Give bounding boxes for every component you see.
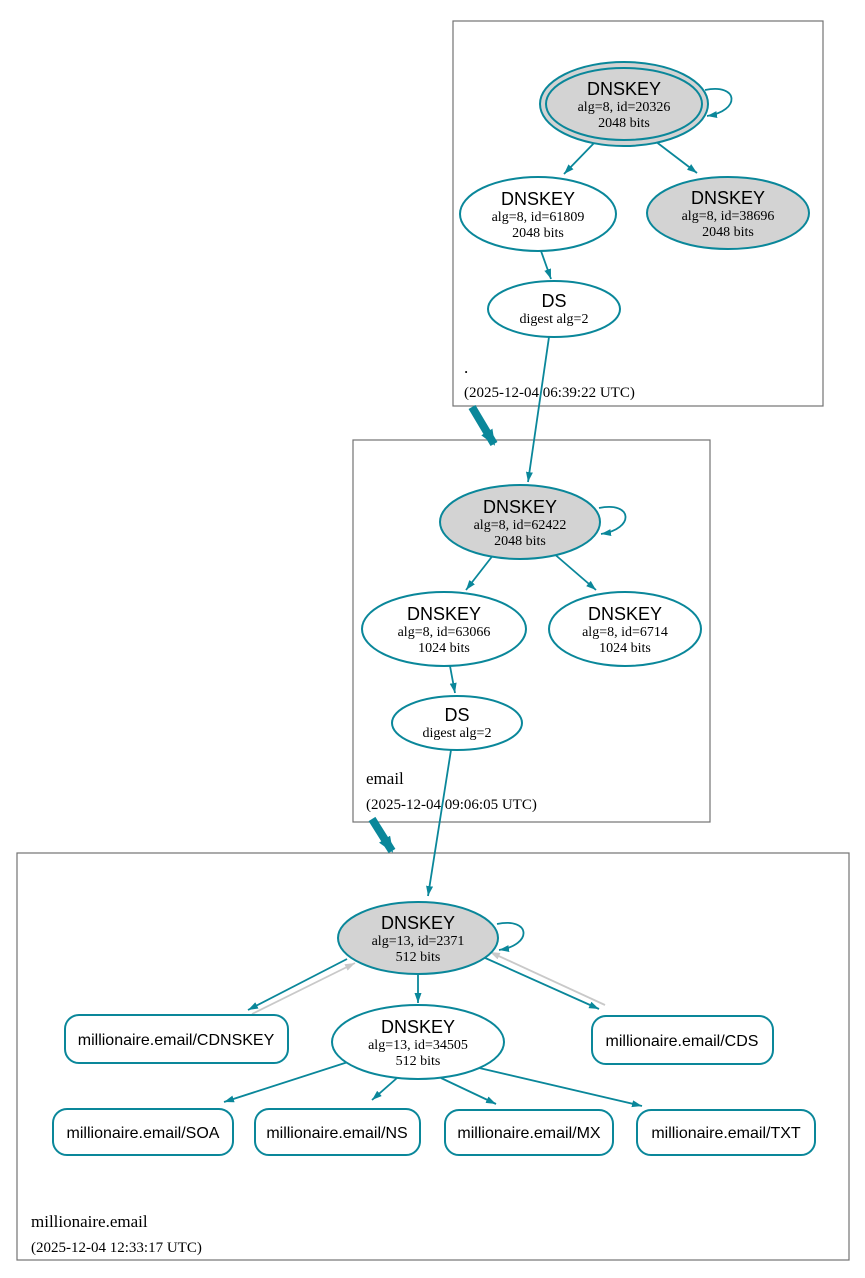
edge-email-zsk-to-ds — [449, 665, 457, 694]
email-key2-bits: 1024 bits — [599, 641, 651, 656]
edge-millionaire-zsk-to-mx — [440, 1077, 497, 1105]
millionaire-zsk-detail: alg=13, id=34505 — [368, 1038, 468, 1053]
email-ksk-detail: alg=8, id=62422 — [474, 518, 567, 533]
rrset-ns-node[interactable]: millionaire.email/NS — [254, 1108, 421, 1156]
millionaire-zsk-bits: 512 bits — [396, 1054, 441, 1069]
root-standby-key-bits: 2048 bits — [702, 225, 754, 240]
rrset-soa-node[interactable]: millionaire.email/SOA — [52, 1108, 234, 1156]
root-ksk-outer-ring — [539, 61, 709, 147]
email-zsk-detail: alg=8, id=63066 — [398, 625, 491, 640]
edge-root-ds-to-email-ksk — [525, 336, 550, 483]
edge-email-ds-to-millionaire-ksk — [426, 749, 452, 897]
email-ds-detail: digest alg=2 — [423, 726, 492, 741]
rrset-soa-label: millionaire.email/SOA — [67, 1125, 220, 1142]
root-zsk-bits: 2048 bits — [512, 226, 564, 241]
rrset-mx-node[interactable]: millionaire.email/MX — [444, 1109, 614, 1156]
root-ksk-detail: alg=8, id=20326 — [578, 100, 671, 115]
rrset-ns-label: millionaire.email/NS — [266, 1125, 407, 1142]
edge-cdnskey-to-millionaire-ksk — [251, 962, 356, 1015]
root-ksk-bits: 2048 bits — [598, 116, 650, 131]
edge-millionaire-zsk-to-soa — [223, 1061, 349, 1103]
email-ksk-self-loop-arrow — [598, 505, 627, 536]
email-key2-node[interactable]: DNSKEY alg=8, id=6714 1024 bits — [548, 591, 702, 667]
rrset-mx-label: millionaire.email/MX — [457, 1125, 600, 1142]
delegation-arrow-root-to-email — [468, 404, 498, 447]
root-ds-title: DS — [541, 291, 566, 311]
email-zsk-bits: 1024 bits — [418, 641, 470, 656]
email-ksk-node[interactable]: DNSKEY alg=8, id=62422 2048 bits — [439, 484, 601, 560]
email-zsk-title: DNSKEY — [407, 604, 481, 624]
rrset-txt-label: millionaire.email/TXT — [651, 1125, 801, 1142]
delegation-arrow-email-to-millionaire — [368, 816, 396, 854]
zone-label-millionaire-email: millionaire.email — [31, 1212, 148, 1231]
root-ksk-inner-ring — [545, 67, 703, 141]
root-ksk-title: DNSKEY — [587, 79, 661, 99]
zone-timestamp-millionaire-email: (2025-12-04 12:33:17 UTC) — [31, 1240, 202, 1256]
edge-millionaire-ksk-to-cdnskey — [247, 958, 348, 1011]
edge-email-ksk-to-zsk — [465, 553, 495, 591]
root-zsk-title: DNSKEY — [501, 189, 575, 209]
edge-root-ksk-to-standby-key — [654, 140, 698, 174]
millionaire-zsk-node[interactable]: DNSKEY alg=13, id=34505 512 bits — [331, 1004, 505, 1080]
email-zsk-node[interactable]: DNSKEY alg=8, id=63066 1024 bits — [361, 591, 527, 667]
edge-root-ksk-to-zsk — [563, 140, 597, 175]
root-ksk-node[interactable]: DNSKEY alg=8, id=20326 2048 bits — [539, 61, 709, 147]
zone-timestamp-root: (2025-12-04 06:39:22 UTC) — [464, 385, 635, 401]
rrset-txt-node[interactable]: millionaire.email/TXT — [636, 1109, 816, 1156]
root-zsk-detail: alg=8, id=61809 — [492, 210, 585, 225]
zone-label-email: email — [366, 769, 404, 788]
edge-millionaire-zsk-to-ns — [371, 1077, 398, 1101]
edge-millionaire-ksk-to-cds — [482, 956, 600, 1010]
zone-box-millionaire-email — [16, 852, 850, 1261]
rrset-cdnskey-node[interactable]: millionaire.email/CDNSKEY — [64, 1014, 289, 1064]
edge-millionaire-zsk-to-txt — [474, 1066, 643, 1108]
edge-email-ksk-to-key2 — [551, 551, 597, 591]
rrset-cds-node[interactable]: millionaire.email/CDS — [591, 1015, 774, 1065]
millionaire-ksk-detail: alg=13, id=2371 — [372, 934, 465, 949]
edge-root-zsk-to-ds — [540, 250, 552, 280]
millionaire-zsk-title: DNSKEY — [381, 1017, 455, 1037]
zone-label-root: . — [464, 358, 468, 377]
millionaire-ksk-title: DNSKEY — [381, 913, 455, 933]
email-ds-node[interactable]: DS digest alg=2 — [391, 695, 523, 751]
email-ds-title: DS — [444, 705, 469, 725]
rrset-cds-label: millionaire.email/CDS — [606, 1033, 759, 1050]
root-ds-detail: digest alg=2 — [520, 312, 589, 327]
root-standby-key-title: DNSKEY — [691, 188, 765, 208]
root-standby-key-node[interactable]: DNSKEY alg=8, id=38696 2048 bits — [646, 176, 810, 250]
zone-timestamp-email: (2025-12-04 09:06:05 UTC) — [366, 797, 537, 813]
root-standby-key-detail: alg=8, id=38696 — [682, 209, 775, 224]
rrset-cdnskey-label: millionaire.email/CDNSKEY — [78, 1032, 275, 1049]
email-key2-title: DNSKEY — [588, 604, 662, 624]
email-ksk-bits: 2048 bits — [494, 534, 546, 549]
zone-box-email — [352, 439, 711, 823]
root-zsk-node[interactable]: DNSKEY alg=8, id=61809 2048 bits — [459, 176, 617, 252]
edge-cds-to-millionaire-ksk — [489, 951, 606, 1006]
millionaire-ksk-node[interactable]: DNSKEY alg=13, id=2371 512 bits — [337, 901, 499, 975]
email-ksk-title: DNSKEY — [483, 497, 557, 517]
millionaire-ksk-bits: 512 bits — [396, 950, 441, 965]
email-key2-detail: alg=8, id=6714 — [582, 625, 668, 640]
root-ds-node[interactable]: DS digest alg=2 — [487, 280, 621, 338]
millionaire-ksk-self-loop-arrow — [496, 921, 525, 952]
zone-box-root — [452, 20, 824, 407]
root-ksk-self-loop-arrow — [704, 87, 733, 118]
